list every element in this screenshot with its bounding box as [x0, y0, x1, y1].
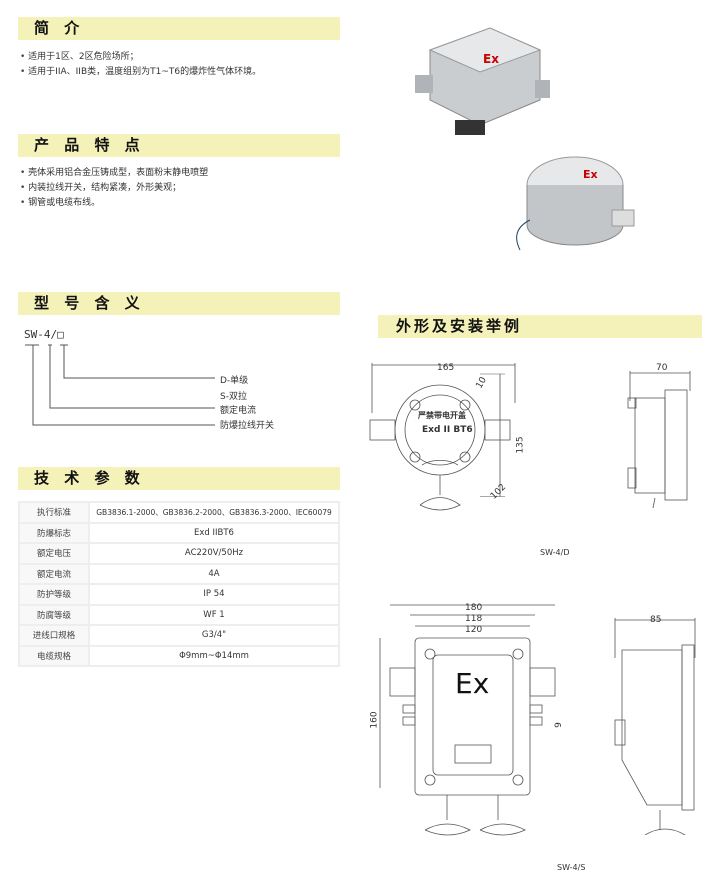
dim-165: 165 [437, 363, 455, 373]
spec-label: 防护等级 [18, 583, 90, 606]
features-header: 产 品 特 点 [18, 134, 340, 157]
spec-value: Exd IIBT6 [88, 521, 340, 544]
dim-85: 85 [650, 615, 662, 625]
sw4d-side-drawing [627, 371, 691, 508]
model-legend-d: D-单级 [220, 376, 249, 386]
list-item: 适用于IIA、IIB类，温度组别为T1~T6的爆炸性气体环境。 [20, 65, 261, 80]
model-diagram-lines [25, 344, 215, 426]
spec-label: 额定电流 [18, 562, 90, 585]
sw4s-front-drawing [379, 604, 556, 836]
spec-label: 执行标准 [18, 501, 90, 524]
spec-label: 防爆标志 [18, 521, 90, 544]
features-list: 壳体采用铝合金压铸成型，表面粉末静电喷塑 内装拉线开关，结构紧凑，外形美观； 钢… [20, 166, 208, 211]
dim-9: 9 [553, 722, 564, 728]
list-item: 壳体采用铝合金压铸成型，表面粉末静电喷塑 [20, 166, 208, 181]
sw4d-front-drawing [369, 363, 516, 511]
model-legend-switch: 防爆拉线开关 [220, 421, 275, 431]
sw4d-plate-text: 严禁带电开盖 [418, 411, 466, 420]
spec-value: GB3836.1-2000、GB3836.2-2000、GB3836.3-200… [88, 501, 340, 524]
spec-label: 电缆规格 [18, 644, 90, 667]
sw4s-caption: SW-4/S [557, 863, 586, 872]
list-item: 适用于1区、2区危险场所； [20, 50, 261, 65]
intro-header: 简 介 [18, 17, 340, 40]
spec-value: AC220V/50Hz [88, 542, 340, 565]
list-item: 钢管或电缆布线。 [20, 196, 208, 211]
dim-180: 180 [465, 603, 483, 613]
spec-label: 防腐等级 [18, 603, 90, 626]
spec-value: IP 54 [88, 583, 340, 606]
dim-160: 160 [369, 711, 380, 729]
install-header: 外形及安装举例 [378, 315, 702, 338]
photo2-ex-mark: Ex [583, 168, 598, 181]
model-header: 型 号 含 义 [18, 292, 340, 315]
spec-value: 4A [88, 562, 340, 585]
specs-header: 技 术 参 数 [18, 467, 340, 490]
model-code: SW-4/□ [24, 328, 64, 341]
intro-list: 适用于1区、2区危险场所； 适用于IIA、IIB类，温度组别为T1~T6的爆炸性… [20, 50, 261, 80]
photo1-ex-mark: Ex [483, 52, 499, 66]
spec-label: 额定电压 [18, 542, 90, 565]
dim-120: 120 [465, 625, 483, 635]
spec-label: 进线口规格 [18, 624, 90, 647]
sw4d-caption: SW-4/D [540, 548, 570, 557]
model-legend-s: S-双拉 [220, 392, 247, 402]
spec-value: G3/4" [88, 624, 340, 647]
sw4s-side-drawing [614, 618, 696, 835]
sw4d-mark: Exd II BT6 [422, 425, 473, 435]
sw4s-ex-mark: Ex [455, 667, 490, 700]
spec-value: Φ9mm~Φ14mm [88, 644, 340, 667]
dim-135: 135 [515, 436, 526, 454]
model-legend-current: 额定电流 [220, 406, 257, 416]
dim-118: 118 [465, 614, 483, 624]
product-photo-round [516, 156, 635, 251]
list-item: 内装拉线开关，结构紧凑，外形美观； [20, 181, 208, 196]
dim-70: 70 [656, 363, 668, 373]
product-photo-box [415, 27, 550, 135]
spec-value: WF 1 [88, 603, 340, 626]
